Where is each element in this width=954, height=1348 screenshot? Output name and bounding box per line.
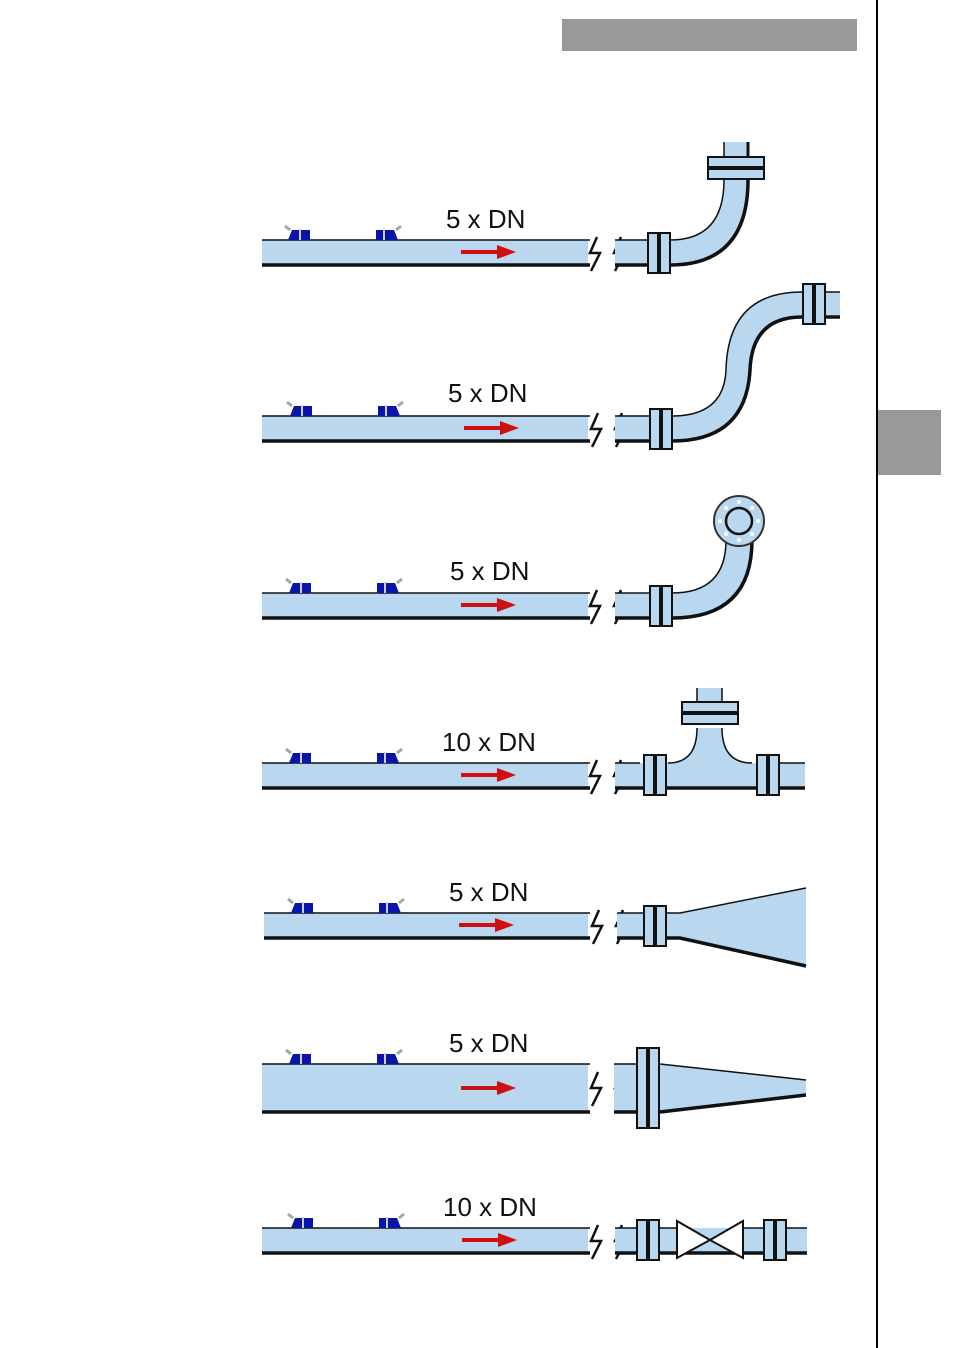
diagram-elbow-out-of-plane: 5 x DN — [262, 495, 765, 627]
distance-label: 10 x DN — [442, 727, 536, 757]
valve-icon — [676, 1219, 744, 1260]
diagram-s-bend: 5 x DN — [262, 283, 840, 450]
page-margin-rule — [876, 0, 878, 1348]
diagram-expander: 5 x DN — [264, 877, 807, 968]
chapter-tab — [878, 410, 941, 475]
distance-label: 5 x DN — [450, 556, 529, 586]
distance-label: 10 x DN — [443, 1192, 537, 1222]
diagram-reducer: 5 x DN — [262, 1028, 807, 1129]
distance-label: 5 x DN — [446, 204, 525, 234]
distance-label: 5 x DN — [448, 378, 527, 408]
diagram-elbow-up: 5 x DN — [262, 142, 765, 274]
header-bar — [562, 19, 857, 51]
distance-label: 5 x DN — [449, 877, 528, 907]
flange-face-icon — [713, 495, 765, 547]
distance-label: 5 x DN — [449, 1028, 528, 1058]
diagram-valve: 10 x DN — [262, 1192, 807, 1261]
diagram-tee: 10 x DN — [262, 688, 805, 796]
